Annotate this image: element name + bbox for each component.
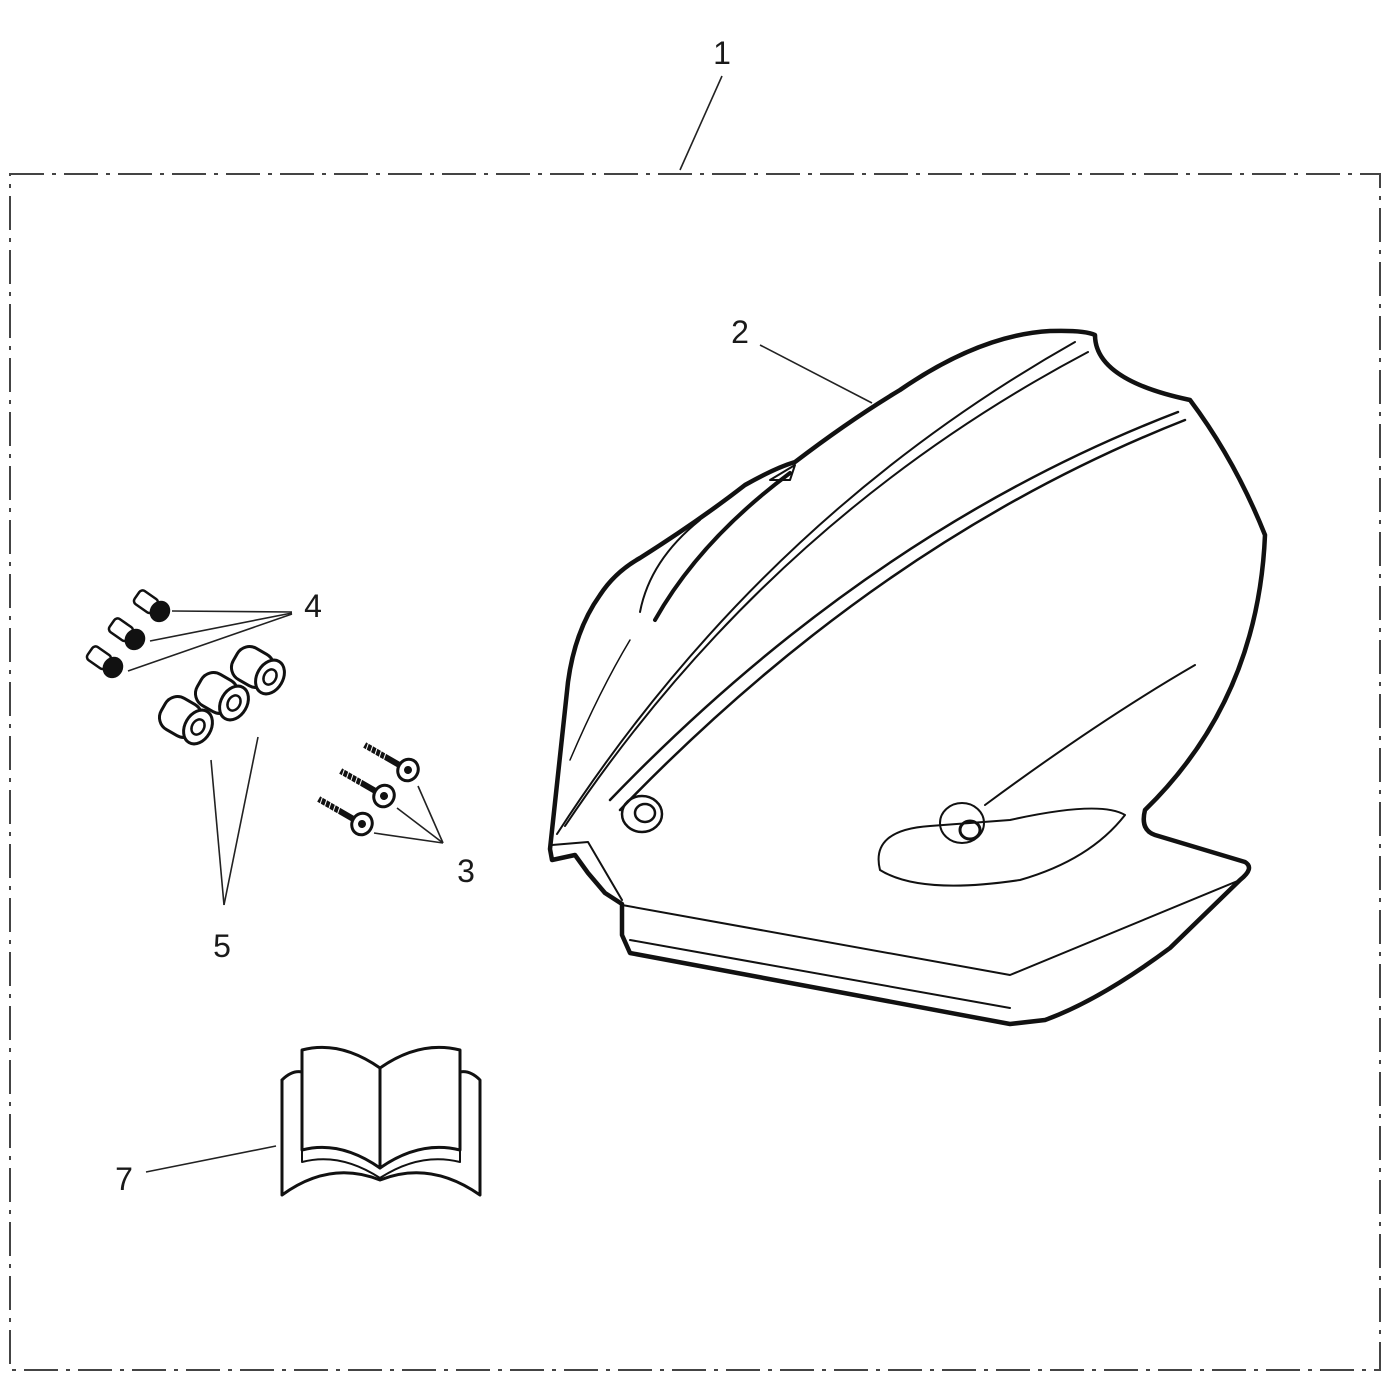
callout-3-leader-c: [373, 832, 444, 844]
bolts: [85, 589, 171, 679]
kit-boundary: [9, 173, 1381, 1371]
callout-5-leader-b: [223, 736, 259, 906]
callout-3-leader-b: [396, 807, 444, 844]
callout-5-leader-a: [210, 759, 225, 906]
callout-3-leader-a: [417, 785, 444, 844]
callout-4-label: 4: [304, 588, 322, 624]
callout-4-leader-a: [171, 610, 293, 613]
callout-2-label: 2: [731, 314, 749, 350]
callout-7-label: 7: [115, 1161, 133, 1197]
callout-4-leader-c: [127, 613, 293, 672]
screws: [317, 741, 420, 837]
callout-4-leader-b: [149, 612, 293, 642]
spacers: [157, 645, 286, 746]
callout-2-leader: [759, 344, 873, 404]
callout-7-leader: [145, 1145, 277, 1173]
callout-1-leader: [679, 75, 723, 171]
instruction-booklet-icon: [280, 1045, 482, 1197]
windscreen: [547, 328, 1268, 1027]
callout-1-label: 1: [713, 35, 731, 71]
callout-5-label: 5: [213, 928, 231, 964]
callout-3-label: 3: [457, 853, 475, 889]
